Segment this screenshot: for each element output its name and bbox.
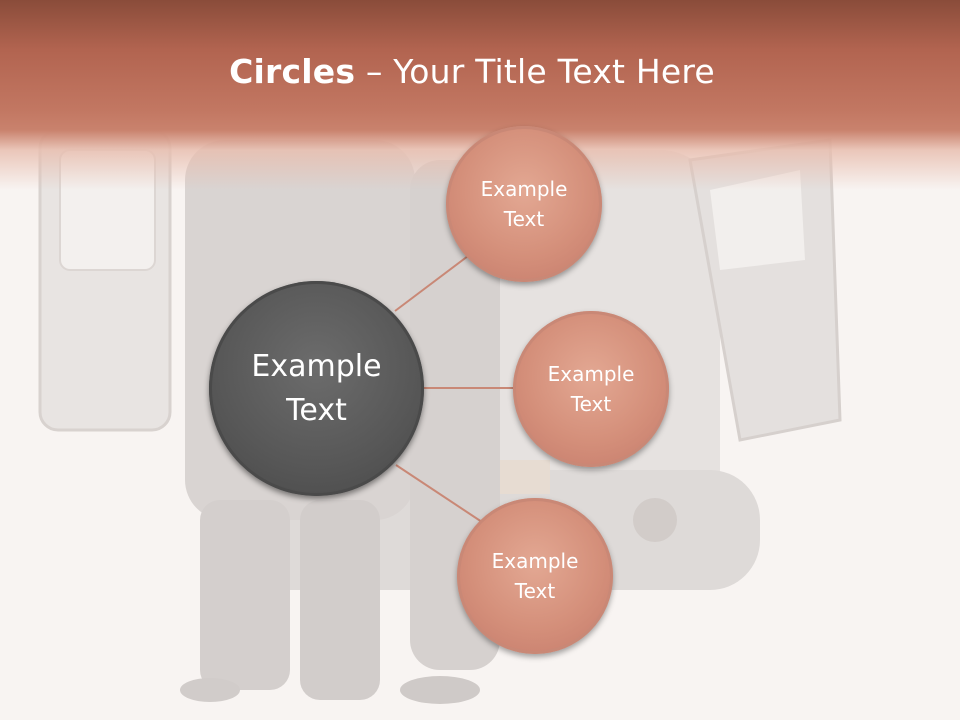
outer-circle-bottom[interactable]: Example Text bbox=[457, 498, 613, 654]
outer-circle-text: Example Text bbox=[547, 362, 635, 416]
outer-circle-text: Example Text bbox=[480, 177, 568, 231]
slide-title[interactable]: Circles – Your Title Text Here bbox=[0, 52, 944, 91]
connector-line-top bbox=[394, 252, 473, 312]
outer-circle-middle[interactable]: Example Text bbox=[513, 311, 669, 467]
title-bold: Circles bbox=[229, 52, 356, 91]
outer-circle-top[interactable]: Example Text bbox=[446, 126, 602, 282]
center-circle-text: Example Text bbox=[251, 348, 382, 428]
connector-line-bottom bbox=[395, 464, 483, 523]
center-circle[interactable]: Example Text bbox=[209, 281, 424, 496]
outer-circle-text: Example Text bbox=[491, 549, 579, 603]
title-rest: – Your Title Text Here bbox=[355, 52, 715, 91]
